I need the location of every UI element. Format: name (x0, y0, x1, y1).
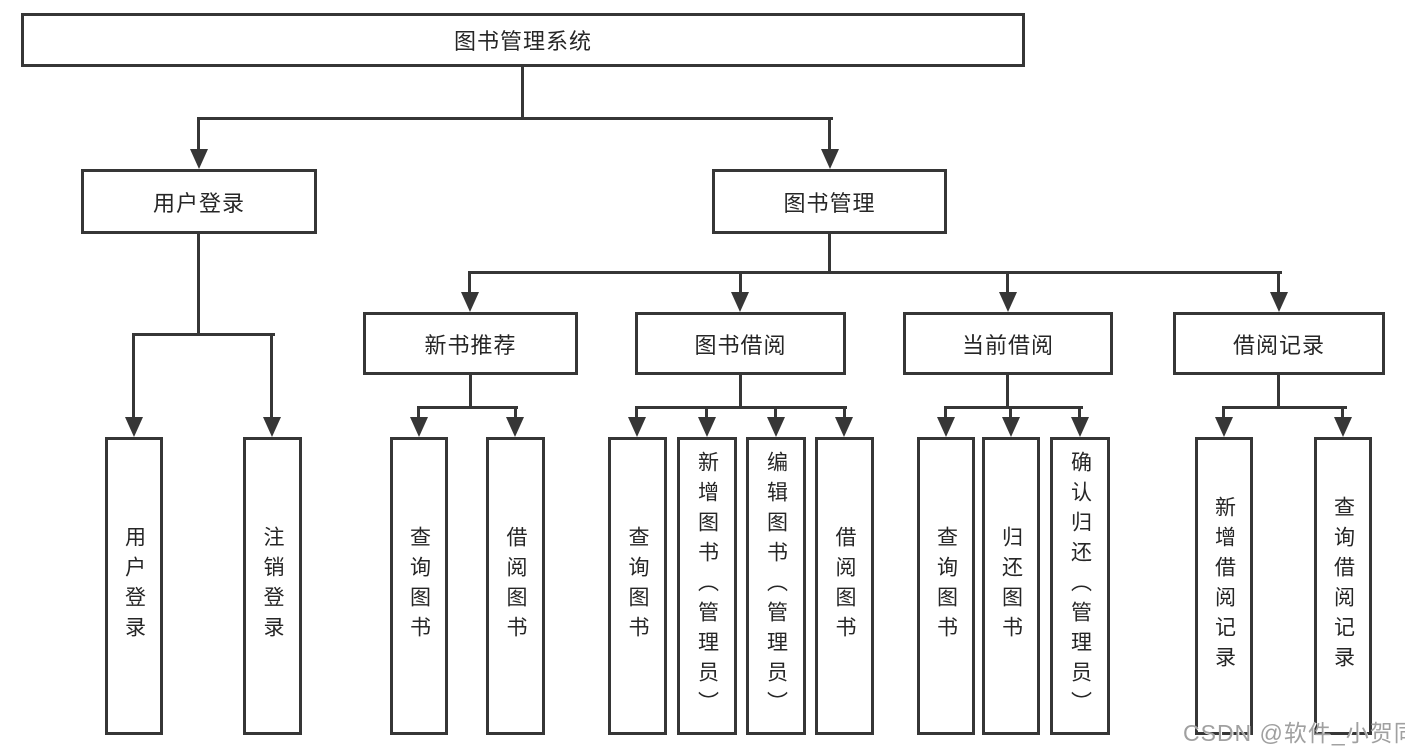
node-book-management: 图书管理 (712, 169, 947, 234)
leaf-label: 编辑图书（管理员） (764, 451, 788, 721)
leaf-label: 确认归还（管理员） (1068, 451, 1092, 721)
leaf-label: 借阅图书 (504, 526, 527, 646)
arrowhead-down-icon (410, 417, 428, 437)
connector-line (1009, 406, 1012, 419)
connector-line (774, 406, 777, 419)
connector-line (521, 67, 524, 120)
connector-line (944, 406, 947, 419)
connector-line (270, 333, 273, 419)
connector-line (635, 406, 638, 419)
arrowhead-down-icon (1270, 292, 1288, 312)
leaf-label: 查询借阅记录 (1331, 496, 1355, 676)
connector-line (132, 333, 135, 419)
leaf-label: 用户登录 (122, 526, 146, 646)
leaf-label: 归还图书 (999, 526, 1023, 646)
leaf-label: 新增图书（管理员） (695, 451, 719, 721)
connector-line (469, 375, 472, 409)
connector-line (197, 117, 200, 151)
leaf-label: 查询图书 (626, 526, 649, 646)
node-label: 图书管理 (783, 190, 876, 216)
leaf-query-books-borrowing: 查询图书 (608, 437, 667, 735)
connector-line (1006, 375, 1009, 409)
leaf-confirm-return-admin: 确认归还（管理员） (1050, 437, 1110, 735)
leaf-return-books: 归还图书 (982, 437, 1040, 735)
connector-line (1222, 406, 1347, 409)
leaf-label: 注销登录 (261, 526, 284, 646)
arrowhead-down-icon (937, 417, 955, 437)
node-label: 借阅记录 (1232, 332, 1325, 358)
connector-line (705, 406, 708, 419)
connector-line (1222, 406, 1225, 419)
leaf-user-login: 用户登录 (105, 437, 163, 735)
leaf-label: 借阅图书 (833, 526, 856, 646)
connector-line (468, 271, 471, 294)
node-current-borrowing: 当前借阅 (903, 312, 1113, 375)
node-book-borrowing: 图书借阅 (635, 312, 846, 375)
node-library-management-system: 图书管理系统 (21, 13, 1025, 67)
node-label: 图书管理系统 (453, 29, 592, 54)
connector-line (417, 406, 518, 409)
connector-line (197, 234, 200, 336)
connector-line (843, 406, 846, 419)
leaf-logout: 注销登录 (243, 437, 302, 735)
connector-line (1078, 406, 1081, 419)
csdn-watermark: CSDN @软件_小贺同学 (1183, 720, 1405, 746)
leaf-label: 新增借阅记录 (1212, 496, 1236, 676)
node-user-login: 用户登录 (81, 169, 317, 234)
arrowhead-down-icon (835, 417, 853, 437)
connector-line (635, 406, 847, 409)
arrowhead-down-icon (461, 292, 479, 312)
node-borrowing-records: 借阅记录 (1173, 312, 1385, 375)
connector-line (197, 117, 833, 120)
connector-line (828, 117, 831, 151)
connector-line (944, 406, 1083, 409)
connector-line (828, 234, 831, 274)
leaf-query-books-recommend: 查询图书 (390, 437, 448, 735)
arrowhead-down-icon (1215, 417, 1233, 437)
node-label: 新书推荐 (424, 332, 517, 358)
leaf-label: 查询图书 (934, 526, 958, 646)
arrowhead-down-icon (1002, 417, 1020, 437)
node-new-book-recommendation: 新书推荐 (363, 312, 578, 375)
connector-line (514, 406, 517, 419)
node-label: 图书借阅 (694, 332, 787, 358)
leaf-add-borrow-record: 新增借阅记录 (1195, 437, 1253, 735)
leaf-query-borrow-record: 查询借阅记录 (1314, 437, 1372, 735)
arrowhead-down-icon (1071, 417, 1089, 437)
connector-line (739, 271, 742, 294)
node-label: 用户登录 (152, 190, 245, 216)
arrowhead-down-icon (190, 149, 208, 169)
arrowhead-down-icon (999, 292, 1017, 312)
arrowhead-down-icon (821, 149, 839, 169)
arrowhead-down-icon (628, 417, 646, 437)
node-label: 当前借阅 (961, 332, 1054, 358)
connector-line (739, 375, 742, 409)
arrowhead-down-icon (506, 417, 524, 437)
leaf-borrow-books: 借阅图书 (815, 437, 874, 735)
leaf-add-books-admin: 新增图书（管理员） (677, 437, 737, 735)
connector-line (1341, 406, 1344, 419)
connector-line (1277, 375, 1280, 409)
arrowhead-down-icon (731, 292, 749, 312)
arrowhead-down-icon (263, 417, 281, 437)
connector-line (1277, 271, 1280, 294)
connector-line (468, 271, 1282, 274)
leaf-label: 查询图书 (407, 526, 431, 646)
leaf-query-books-current: 查询图书 (917, 437, 975, 735)
leaf-edit-books-admin: 编辑图书（管理员） (746, 437, 806, 735)
connector-line (1006, 271, 1009, 294)
connector-line (417, 406, 420, 419)
leaf-borrow-books-recommend: 借阅图书 (486, 437, 545, 735)
connector-line (132, 333, 275, 336)
arrowhead-down-icon (698, 417, 716, 437)
arrowhead-down-icon (1334, 417, 1352, 437)
arrowhead-down-icon (767, 417, 785, 437)
arrowhead-down-icon (125, 417, 143, 437)
